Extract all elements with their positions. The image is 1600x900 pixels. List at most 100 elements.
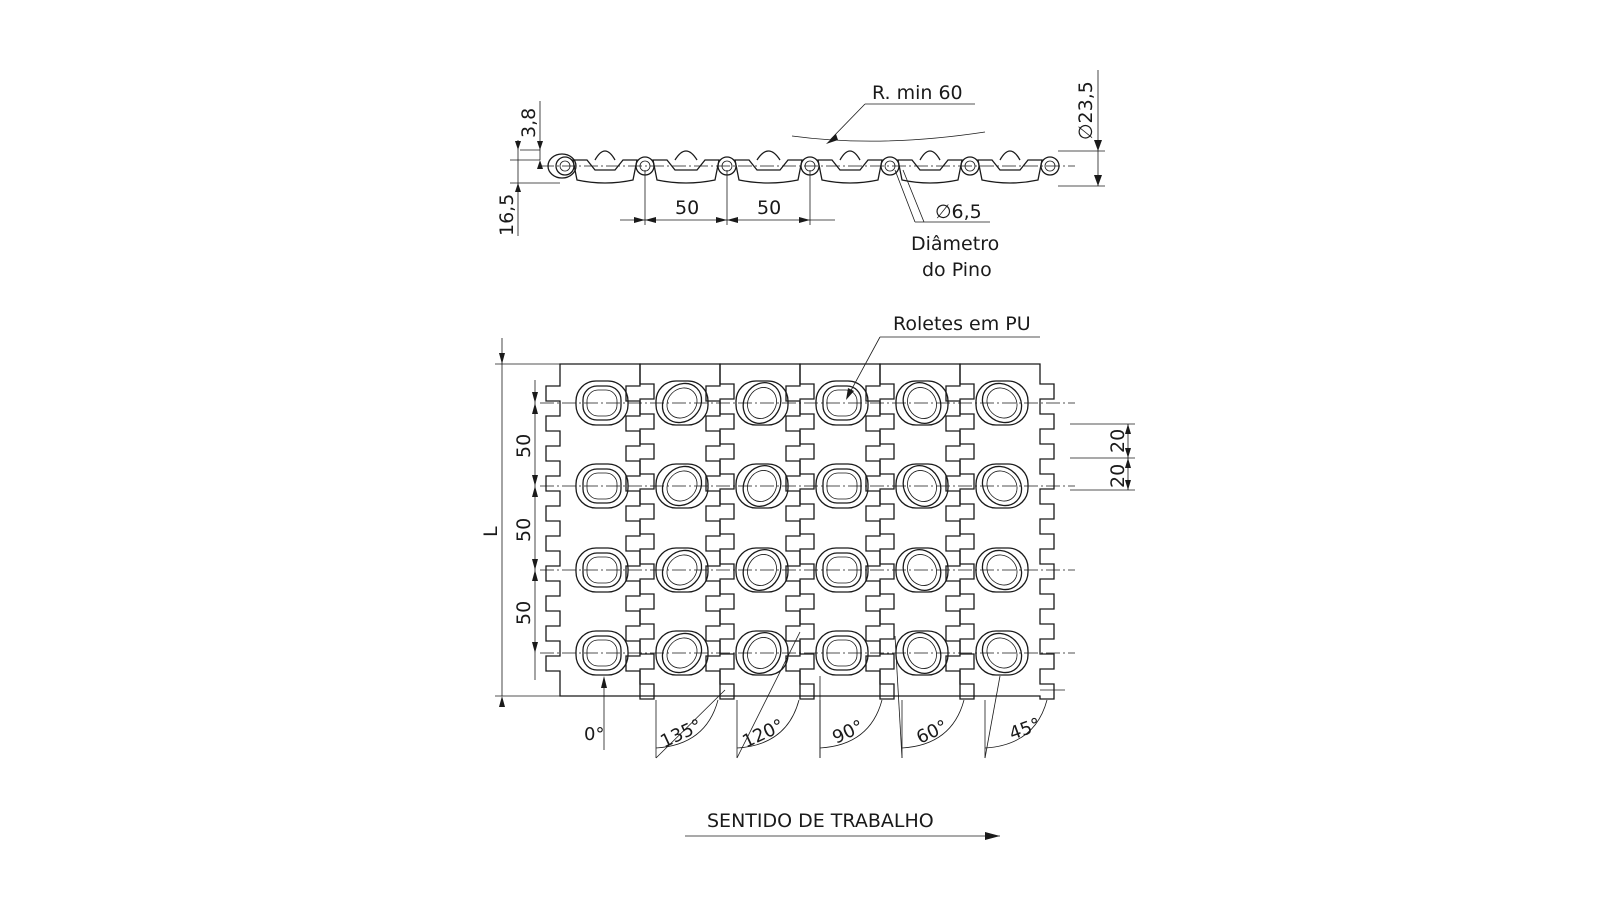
angle-leader <box>984 675 1001 759</box>
length-label: L <box>480 526 502 537</box>
roller-hatch <box>986 637 1018 669</box>
pu-roller <box>981 382 1023 424</box>
roller-pocket <box>735 547 789 593</box>
top-view: Roletes em PU L 50 50 50 20 20 <box>480 313 1135 840</box>
roller-body <box>742 549 782 591</box>
row-pitch-label-1: 50 <box>513 434 535 458</box>
roller-hatch <box>907 387 937 419</box>
chain-link <box>897 159 963 184</box>
pin-diameter-label: ∅6,5 <box>935 201 982 223</box>
roller-hatch <box>666 554 698 586</box>
pu-roller <box>742 465 782 507</box>
angle-label-120: 120° <box>739 715 787 752</box>
roller-body <box>981 382 1023 424</box>
pu-roller <box>981 549 1023 591</box>
roller-hatch <box>986 470 1018 502</box>
angle-arc <box>819 699 883 749</box>
chain-link <box>572 159 638 184</box>
height-dim-label: 16,5 <box>496 194 518 236</box>
rollers-label: Roletes em PU <box>893 313 1031 335</box>
angle-label-60: 60° <box>913 716 951 749</box>
pu-roller <box>742 382 782 424</box>
angle-label-45: 45° <box>1007 714 1044 745</box>
pitch-label-2: 50 <box>757 197 781 219</box>
roller-body <box>582 552 622 588</box>
pu-roller <box>902 632 942 674</box>
pu-roller <box>902 382 942 424</box>
chain-link <box>977 159 1043 184</box>
roller-body <box>902 382 942 424</box>
roller-hatch <box>747 554 777 586</box>
belt-module <box>545 363 655 700</box>
pu-roller <box>981 632 1023 674</box>
roller-body <box>661 632 703 674</box>
roller-hatch <box>907 470 937 502</box>
side-view: R. min 60 ∅23,5 3,8 16,5 50 50 <box>496 70 1105 281</box>
roller-top <box>756 150 781 161</box>
chain-link <box>817 159 883 184</box>
pitch-label-1: 50 <box>675 197 699 219</box>
direction-label: SENTIDO DE TRABALHO <box>707 810 934 832</box>
angle-arc <box>984 699 1048 749</box>
roller-body <box>661 465 703 507</box>
roller-top <box>674 150 698 161</box>
roller-body <box>902 632 942 674</box>
roller-body <box>981 632 1023 674</box>
angle-leader <box>736 631 801 759</box>
angle-leader <box>894 635 903 759</box>
angle-arc <box>901 699 965 749</box>
roller-body <box>981 465 1023 507</box>
angle-arrow-0 <box>601 676 607 688</box>
angle-arc <box>655 699 719 749</box>
roller-body <box>902 549 942 591</box>
pu-roller <box>742 632 782 674</box>
roller-hatch <box>907 554 937 586</box>
angle-label-0: 0° <box>584 724 604 745</box>
roller-body <box>902 465 942 507</box>
roller-top <box>594 150 616 161</box>
row-pitch-label-3: 50 <box>513 601 535 625</box>
roller-hatch <box>907 637 937 669</box>
roller-top <box>839 150 861 161</box>
angle-label-135: 135° <box>657 715 705 752</box>
roller-body <box>742 382 782 424</box>
roller-body <box>661 549 703 591</box>
outer-diameter-label: ∅23,5 <box>1075 81 1097 140</box>
side-chain-profile <box>540 150 1075 184</box>
roller-hatch <box>666 637 698 669</box>
chain-link <box>652 159 720 184</box>
roller-hatch <box>666 387 698 419</box>
roller-hatch <box>986 387 1018 419</box>
pin-caption-line2: do Pino <box>922 259 992 281</box>
roller-body <box>582 468 622 504</box>
pu-roller <box>742 549 782 591</box>
roller-body <box>742 465 782 507</box>
right-dim-label-1: 20 <box>1107 429 1129 453</box>
right-dim-label-2: 20 <box>1107 464 1129 488</box>
radius-leader <box>829 103 866 141</box>
pu-roller <box>902 465 942 507</box>
roller-top <box>919 150 941 161</box>
angle-indicators <box>601 631 1065 759</box>
pin-caption-line1: Diâmetro <box>911 233 999 255</box>
roller-top <box>999 150 1021 161</box>
pu-roller <box>661 632 703 674</box>
belt-module <box>625 363 735 700</box>
pu-roller <box>981 465 1023 507</box>
roller-body <box>742 632 782 674</box>
angle-label-90: 90° <box>829 716 867 749</box>
roller-hatch <box>666 470 698 502</box>
roller-hatch <box>986 554 1018 586</box>
roller-hatch <box>747 387 777 419</box>
pu-roller <box>661 549 703 591</box>
pu-roller <box>902 549 942 591</box>
angle-arc <box>736 699 800 749</box>
roller-body <box>981 549 1023 591</box>
chain-link <box>734 159 803 184</box>
radius-label: R. min 60 <box>872 82 963 104</box>
pu-roller <box>661 382 703 424</box>
roller-body <box>582 635 622 671</box>
roller-hatch <box>747 637 777 669</box>
roller-body <box>582 385 622 421</box>
